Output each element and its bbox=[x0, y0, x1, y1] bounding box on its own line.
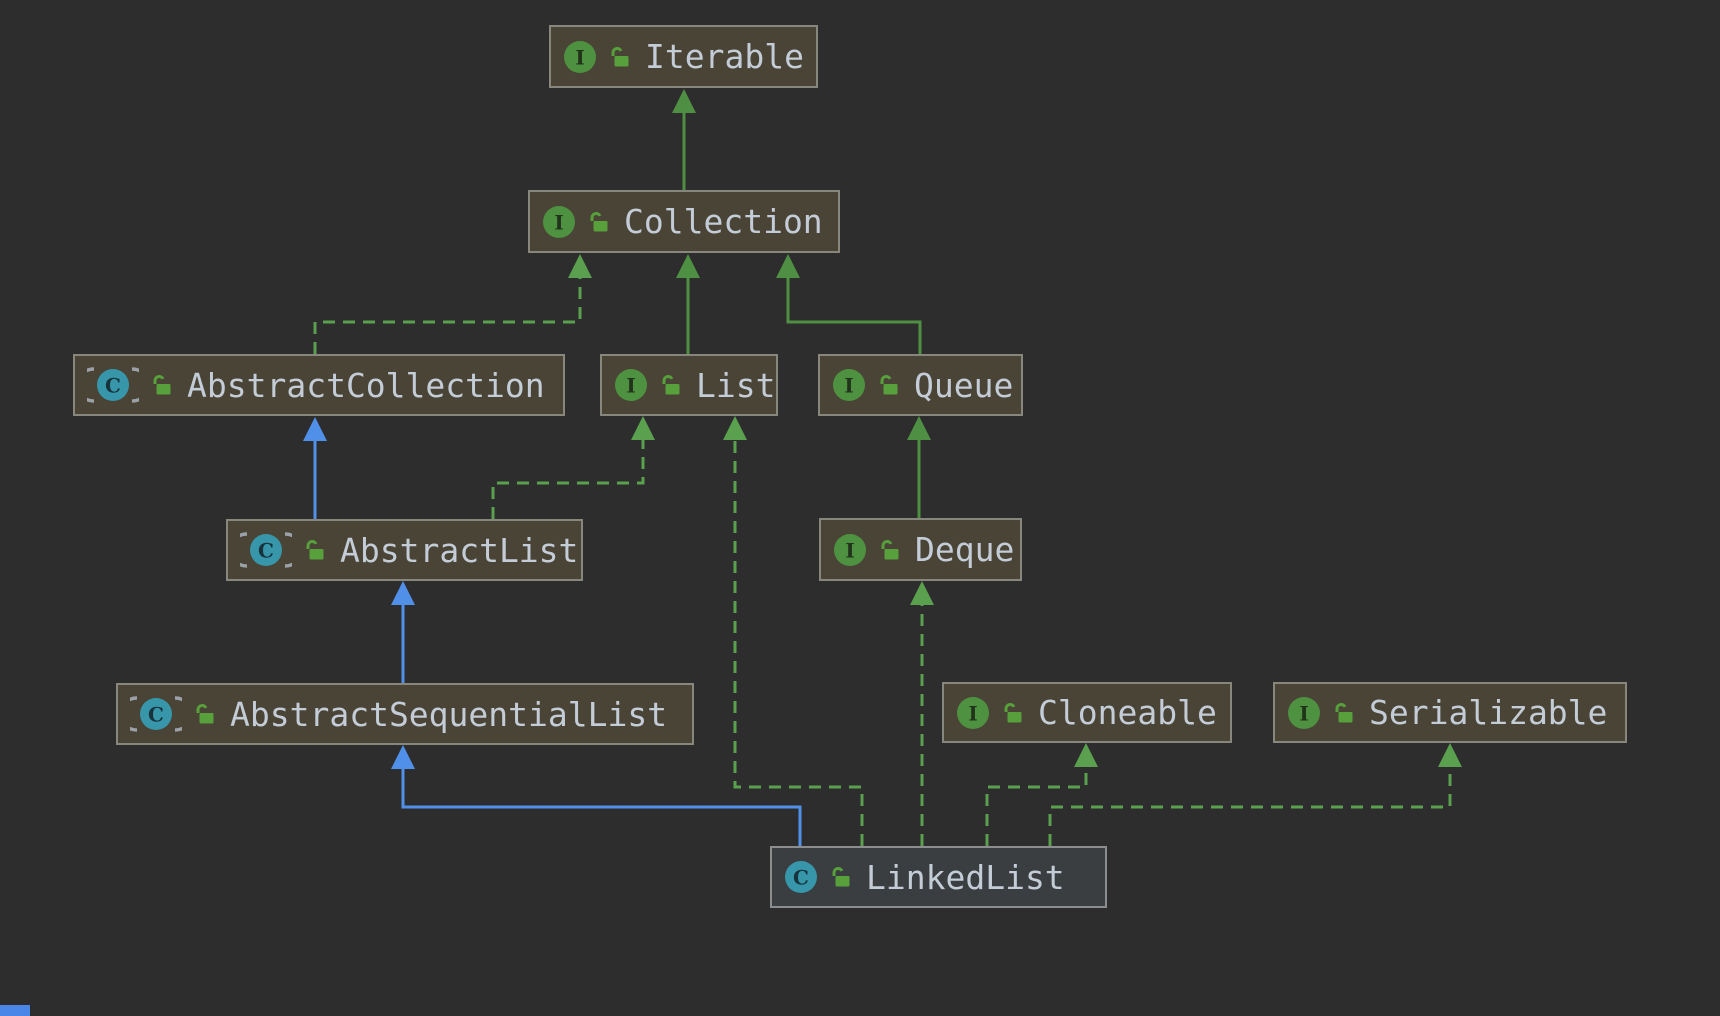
edge-linked-list-cloneable bbox=[985, 767, 1088, 846]
node-label-abstract-sequential-list: AbstractSequentialList bbox=[230, 694, 668, 734]
arrowhead-linked-list-serializable bbox=[1438, 743, 1462, 767]
node-serializable[interactable]: I Serializable bbox=[1273, 682, 1627, 743]
arrowhead-linked-list-abstract-sequential-list bbox=[391, 745, 415, 769]
class-icon: C bbox=[785, 861, 817, 893]
node-queue[interactable]: I Queue bbox=[818, 354, 1023, 416]
node-linked-list[interactable]: C LinkedList bbox=[770, 846, 1107, 908]
node-label-abstract-collection: AbstractCollection bbox=[187, 365, 545, 405]
interface-icon: I bbox=[833, 369, 865, 401]
svg-text:C: C bbox=[258, 539, 274, 563]
arrowhead-abstract-list-abstract-collection bbox=[303, 417, 327, 441]
abstract-class-icon: C bbox=[240, 532, 292, 568]
arrowhead-queue-collection bbox=[776, 254, 800, 278]
unlocked-icon bbox=[880, 375, 898, 395]
edge-abstract-collection-collection bbox=[313, 278, 582, 354]
node-abstract-list[interactable]: C AbstractList bbox=[226, 519, 583, 581]
interface-icon: I bbox=[564, 40, 596, 73]
node-label-list: List bbox=[696, 365, 776, 405]
node-cloneable[interactable]: I Cloneable bbox=[942, 682, 1232, 743]
node-deque[interactable]: I Deque bbox=[819, 518, 1022, 581]
unlocked-icon bbox=[306, 540, 324, 560]
interface-icon: I bbox=[834, 533, 866, 566]
svg-text:I: I bbox=[575, 45, 584, 69]
unlocked-icon bbox=[1335, 702, 1353, 722]
svg-text:C: C bbox=[793, 866, 809, 890]
edge-abstract-list-list bbox=[491, 440, 645, 519]
arrowhead-abstract-list-list bbox=[631, 416, 655, 440]
unlocked-icon bbox=[611, 46, 629, 66]
interface-icon: I bbox=[615, 369, 647, 401]
svg-text:I: I bbox=[845, 538, 854, 562]
node-abstract-sequential-list[interactable]: C AbstractSequentialList bbox=[116, 683, 694, 745]
node-abstract-collection[interactable]: C AbstractCollection bbox=[73, 354, 565, 416]
node-label-queue: Queue bbox=[914, 365, 1014, 405]
svg-text:I: I bbox=[554, 210, 563, 234]
node-label-deque: Deque bbox=[915, 530, 1015, 569]
arrowhead-abstract-collection-collection bbox=[568, 254, 592, 278]
interface-icon: I bbox=[957, 696, 989, 729]
node-label-cloneable: Cloneable bbox=[1038, 693, 1217, 732]
unlocked-icon bbox=[662, 375, 680, 395]
arrowhead-deque-queue bbox=[907, 416, 931, 440]
node-label-abstract-list: AbstractList bbox=[340, 530, 579, 570]
edge-linked-list-list bbox=[733, 440, 864, 846]
node-label-iterable: Iterable bbox=[645, 37, 804, 76]
svg-text:I: I bbox=[844, 374, 853, 398]
arrowhead-abstract-sequential-list-abstract-list bbox=[391, 581, 415, 605]
unlocked-icon bbox=[881, 539, 899, 559]
edge-linked-list-abstract-sequential-list bbox=[401, 769, 802, 846]
corner-indicator bbox=[0, 1005, 30, 1016]
svg-text:C: C bbox=[148, 703, 164, 727]
svg-text:I: I bbox=[1299, 701, 1308, 725]
node-label-linked-list: LinkedList bbox=[866, 857, 1065, 897]
unlocked-icon bbox=[1004, 702, 1022, 722]
node-label-serializable: Serializable bbox=[1369, 693, 1608, 732]
node-iterable[interactable]: I Iterable bbox=[549, 25, 818, 88]
abstract-class-icon: C bbox=[130, 696, 182, 732]
unlocked-icon bbox=[153, 375, 171, 395]
node-collection[interactable]: I Collection bbox=[528, 190, 840, 253]
arrowhead-collection-iterable bbox=[672, 89, 696, 113]
arrowhead-list-collection bbox=[676, 254, 700, 278]
interface-icon: I bbox=[1288, 696, 1320, 729]
arrowhead-linked-list-cloneable bbox=[1074, 743, 1098, 767]
edge-queue-collection bbox=[786, 278, 922, 354]
unlocked-icon bbox=[590, 211, 608, 231]
interface-icon: I bbox=[543, 205, 575, 238]
abstract-class-icon: C bbox=[87, 367, 139, 403]
svg-text:I: I bbox=[968, 701, 977, 725]
arrowhead-linked-list-list bbox=[723, 416, 747, 440]
svg-text:I: I bbox=[626, 374, 635, 398]
unlocked-icon bbox=[832, 867, 850, 887]
node-list[interactable]: I List bbox=[600, 354, 778, 416]
arrowhead-linked-list-deque bbox=[910, 581, 934, 605]
svg-text:C: C bbox=[105, 374, 121, 398]
unlocked-icon bbox=[196, 704, 214, 724]
node-label-collection: Collection bbox=[624, 202, 823, 241]
